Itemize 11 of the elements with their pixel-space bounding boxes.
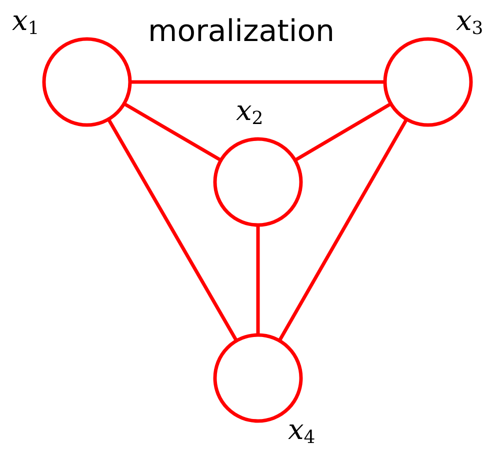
connector-line <box>278 118 408 342</box>
diagram-title: moralization <box>148 14 335 49</box>
connector-line <box>130 80 385 84</box>
variable-label: x$_{1}$ <box>12 7 40 38</box>
variable-label: x$_{4}$ <box>288 416 316 447</box>
connector-line <box>294 102 392 162</box>
connector-line <box>256 225 260 335</box>
connector-line <box>107 118 238 342</box>
variable-label: x$_{2}$ <box>236 97 264 128</box>
variable-label: x$_{3}$ <box>456 7 484 38</box>
connector-line <box>123 102 222 162</box>
